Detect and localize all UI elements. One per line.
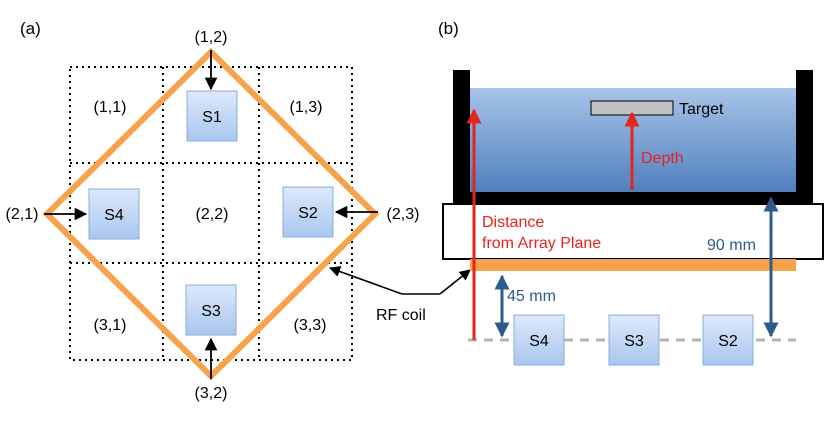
depth-label: Depth — [641, 150, 684, 167]
distance-label-line1: Distance — [482, 214, 544, 231]
cell-label-2-1: (2,1) — [6, 206, 39, 223]
side-sensor-s3-square-icon — [608, 314, 660, 366]
rf-coil-left-arrow-icon — [328, 266, 403, 295]
side-sensor-s2: S2 — [702, 314, 754, 366]
side-sensor-s4-label: S4 — [529, 333, 549, 350]
target-label: Target — [679, 101, 724, 118]
cell-label-1-2: (1,2) — [195, 29, 228, 46]
cell-label-2-3: (2,3) — [387, 206, 420, 223]
cell-label-2-2: (2,2) — [196, 206, 229, 223]
tank-wall-right — [796, 70, 813, 204]
side-sensor-s3-label: S3 — [624, 333, 644, 350]
sensor-s4: S4 — [88, 188, 140, 240]
dim-90-label: 90 mm — [707, 237, 756, 254]
array-platform — [442, 203, 824, 260]
cell-label-1-1: (1,1) — [94, 99, 127, 116]
side-sensor-s2-square-icon — [702, 314, 754, 366]
tank-wall-left — [453, 70, 470, 204]
sensor-s2-square-icon — [282, 186, 334, 238]
sensor-s2-label: S2 — [298, 205, 318, 222]
sensor-s4-label: S4 — [104, 207, 124, 224]
sensor-s3-label: S3 — [201, 303, 221, 320]
sensor-s1: S1 — [186, 90, 238, 142]
sensor-s1-label: S1 — [202, 109, 222, 126]
cell-label-3-1: (3,1) — [94, 317, 127, 334]
side-sensor-s3: S3 — [608, 314, 660, 366]
rf-coil-right-arrow-icon — [439, 269, 471, 295]
sensor-s1-square-icon — [186, 90, 238, 142]
distance-label-line2: from Array Plane — [482, 235, 601, 252]
panel-a-label: (a) — [20, 19, 41, 38]
sensor-s3: S3 — [185, 284, 237, 336]
cell-label-1-3: (1,3) — [290, 99, 323, 116]
target-bar — [590, 100, 674, 116]
sensor-s2: S2 — [282, 186, 334, 238]
excitation-arrows — [44, 50, 378, 379]
sensor-s4-square-icon — [88, 188, 140, 240]
dim-45-label: 45 mm — [507, 288, 556, 305]
sensor-s3-square-icon — [185, 284, 237, 336]
cell-label-3-2: (3,2) — [195, 385, 228, 402]
rf-coil-label: RF coil — [376, 307, 426, 324]
side-sensor-s2-label: S2 — [718, 333, 738, 350]
side-sensor-s4: S4 — [513, 314, 565, 366]
cell-label-3-3: (3,3) — [294, 317, 327, 334]
rf-coil-bar — [470, 259, 796, 271]
panel-b-label: (b) — [438, 19, 459, 38]
tank-bottom — [453, 192, 813, 204]
side-sensor-s4-square-icon — [513, 314, 565, 366]
